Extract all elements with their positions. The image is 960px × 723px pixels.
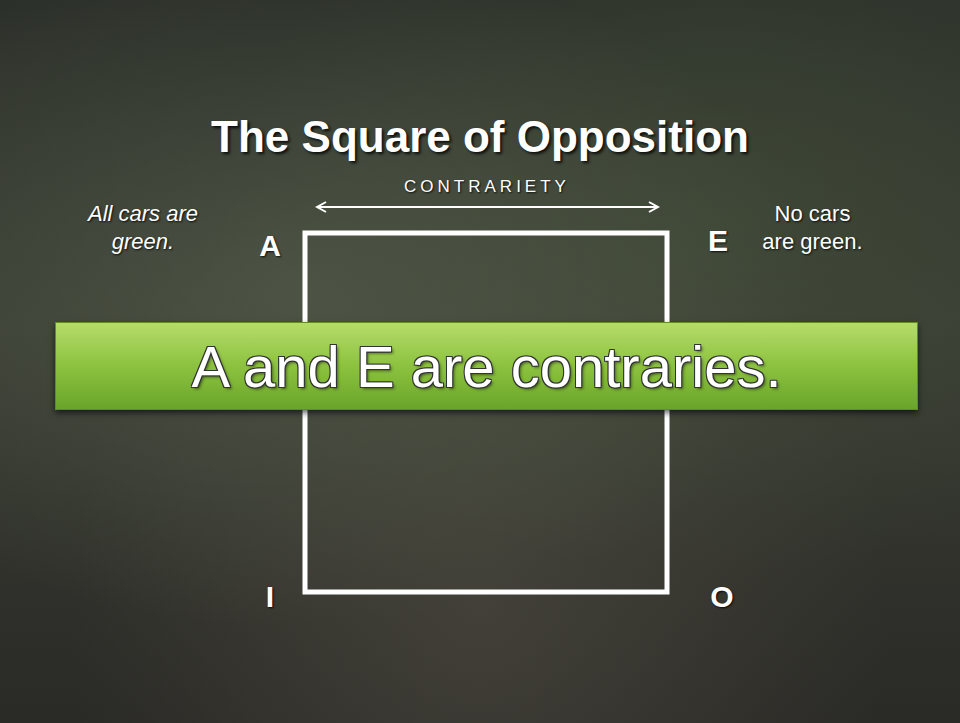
band-text: A and E are contraries. [192,333,782,400]
statement: No cars are green. [759,200,866,255]
corner-letter: O [700,578,744,616]
relation-label: CONTRARIETY [307,176,667,197]
corner-letter: E [696,222,740,260]
corner-letter: A [248,227,292,265]
title: The Square of Opposition [0,112,960,162]
highlight-band: A and E are contraries. [55,322,918,410]
statement: All cars are green. [55,200,231,255]
contrariety-arrow [317,206,658,208]
square-outline [305,233,667,592]
corner-letter: I [248,578,292,616]
